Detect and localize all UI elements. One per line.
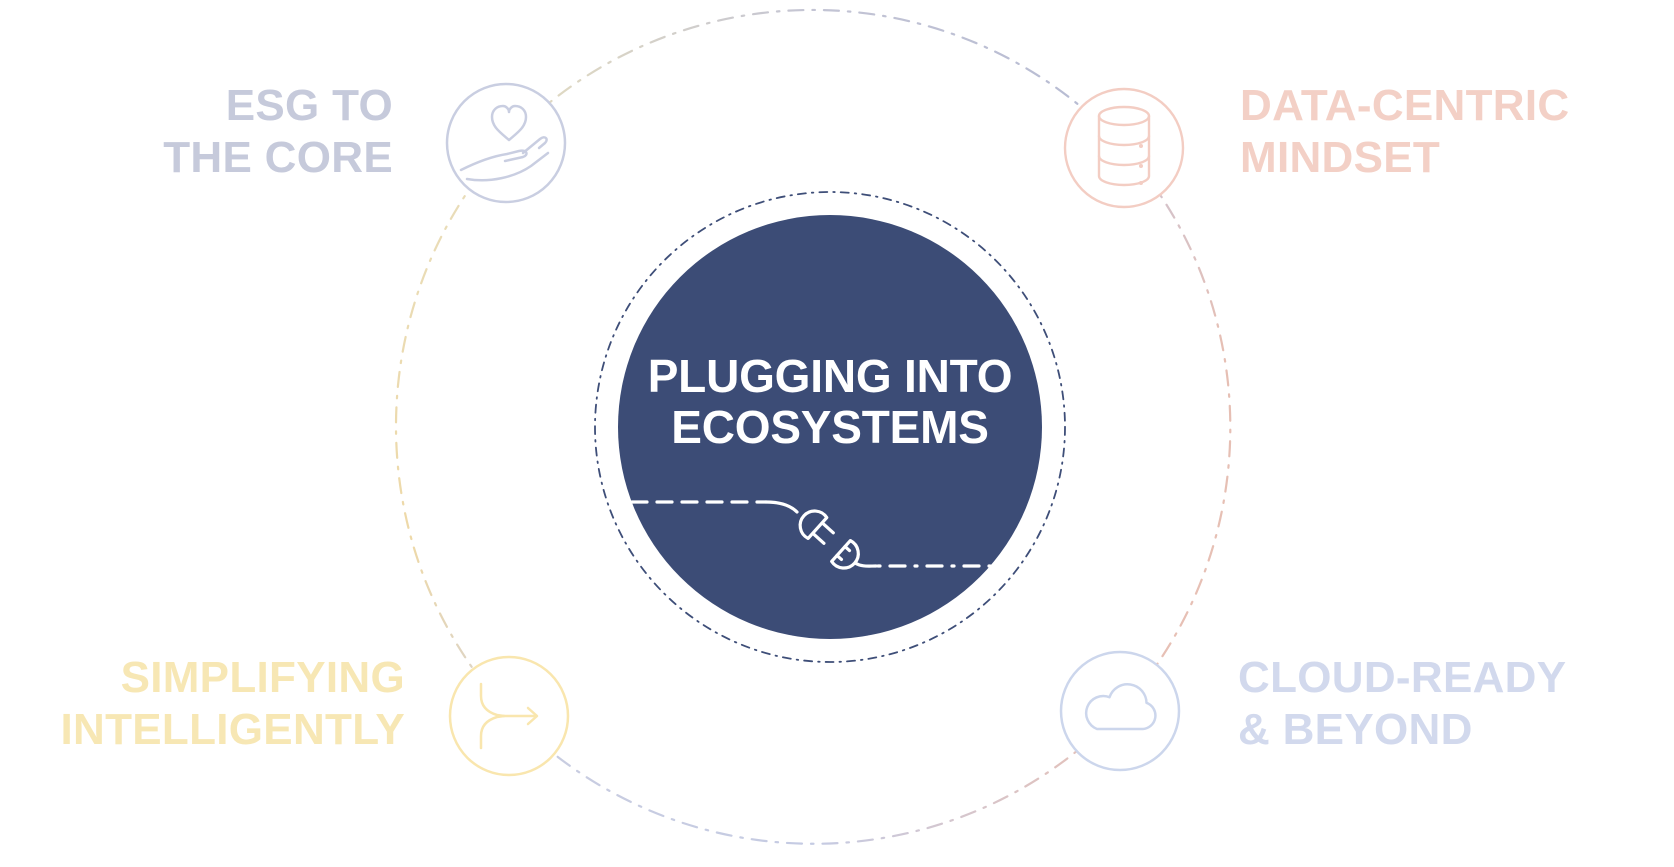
label-line: & BEYOND <box>1238 705 1473 754</box>
merge-arrows-icon <box>448 655 570 777</box>
label-line: THE CORE <box>163 133 393 182</box>
esg-icon-circle <box>445 82 567 204</box>
label-line: DATA-CENTRIC <box>1240 81 1570 130</box>
label-data-centric-mindset: DATA-CENTRIC MINDSET <box>1240 80 1569 184</box>
outer-ring-arc-bottom <box>507 709 1122 845</box>
outer-ring-arc-top <box>504 8 1126 150</box>
label-line: ESG TO <box>225 81 393 130</box>
center-title-line: PLUGGING INTO <box>647 350 1013 402</box>
center-circle <box>618 215 1042 639</box>
label-line: INTELLIGENTLY <box>60 705 405 754</box>
label-cloud-ready-beyond: CLOUD-READY & BEYOND <box>1238 652 1566 756</box>
hand-heart-icon <box>445 82 567 204</box>
label-line: CLOUD-READY <box>1238 653 1567 702</box>
data-icon-circle <box>1063 87 1185 209</box>
label-esg-to-the-core: ESG TO THE CORE <box>0 80 393 184</box>
outer-ring-arc-right <box>1118 146 1232 713</box>
label-simplifying-intelligently: SIMPLIFYING INTELLIGENTLY <box>0 652 405 756</box>
outer-dashed-ring <box>394 8 1232 845</box>
cloud-icon <box>1059 650 1181 772</box>
center-circle-title: PLUGGING INTO ECOSYSTEMS <box>530 351 1130 453</box>
cloud-icon-circle <box>1059 650 1181 772</box>
label-line: SIMPLIFYING <box>120 653 405 702</box>
outer-ring-arc-left <box>394 141 511 715</box>
label-line: MINDSET <box>1240 133 1441 182</box>
inner-dashed-ring <box>594 191 1066 663</box>
center-title-line: ECOSYSTEMS <box>671 401 989 453</box>
plug-connection-icon <box>630 500 992 570</box>
database-icon <box>1063 87 1185 209</box>
